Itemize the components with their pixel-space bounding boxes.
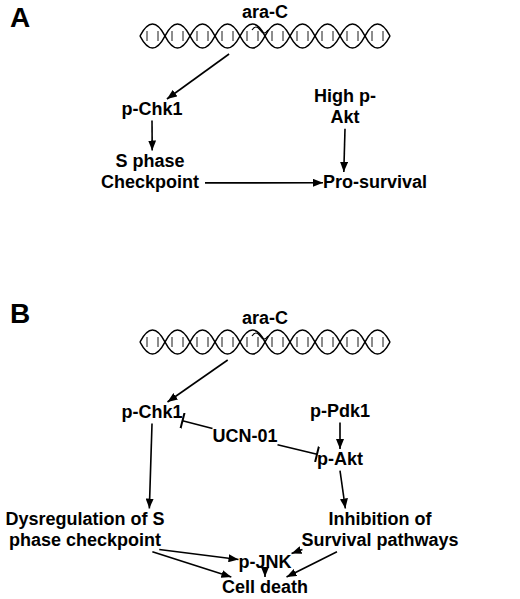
arrow-connector xyxy=(167,360,227,402)
outcome-node: Pro-survival xyxy=(323,172,427,194)
node-text: UCN-01 xyxy=(213,426,278,448)
node-text: High p-Akt xyxy=(310,86,380,129)
arrow-connector xyxy=(292,550,303,554)
outcome-node: Cell death xyxy=(222,577,308,599)
arrow-connector xyxy=(149,424,152,509)
inhibition-connector xyxy=(278,445,317,455)
node-text: p-Chk1 xyxy=(122,99,183,121)
inhibitor-node: UCN-01 xyxy=(213,426,278,448)
dna-helix xyxy=(140,24,390,48)
node-text: p-Chk1 xyxy=(122,402,183,424)
node-text: ara-C xyxy=(140,2,390,24)
node-text: p-Akt xyxy=(317,449,363,471)
node-text: Cell death xyxy=(222,577,308,599)
process-node: Dysregulation of S phase checkpoint xyxy=(3,509,168,552)
dna-helix xyxy=(140,330,390,354)
drug-dna-node: ara-C xyxy=(140,2,390,54)
protein-node: High p-Akt xyxy=(310,86,380,129)
arrow-connector xyxy=(159,550,238,560)
protein-node: p-Akt xyxy=(317,449,363,471)
inhibition-connector xyxy=(183,421,213,429)
node-text: p-Pdk1 xyxy=(310,401,370,423)
arrow-connector xyxy=(339,423,341,449)
node-text: Pro-survival xyxy=(323,172,427,194)
protein-node: p-Chk1 xyxy=(122,99,183,121)
arrow-connector xyxy=(152,552,231,577)
drug-dna-node: ara-C xyxy=(140,308,390,360)
node-text: ara-C xyxy=(140,308,390,330)
arrow-connector xyxy=(340,471,345,509)
arrow-connector xyxy=(167,54,229,99)
arrow-connector xyxy=(205,182,323,184)
panel-letter: B xyxy=(10,300,30,328)
arrow-connector xyxy=(344,129,345,172)
process-node: Inhibition of Survival pathways xyxy=(298,509,463,552)
node-text: p-JNK xyxy=(239,552,292,574)
node-text: Dysregulation of S phase checkpoint xyxy=(3,509,168,552)
panel-letter: A xyxy=(10,4,30,32)
node-text: S phase Checkpoint xyxy=(95,151,205,194)
process-node: S phase Checkpoint xyxy=(95,151,205,194)
protein-node: p-Pdk1 xyxy=(310,401,370,423)
arrow-connector xyxy=(287,552,337,577)
protein-node: p-Chk1 xyxy=(122,402,183,424)
protein-node: p-JNK xyxy=(239,552,292,574)
node-text: Inhibition of Survival pathways xyxy=(298,509,463,552)
arrow-connector xyxy=(151,121,153,151)
arrow-connector xyxy=(264,574,266,577)
